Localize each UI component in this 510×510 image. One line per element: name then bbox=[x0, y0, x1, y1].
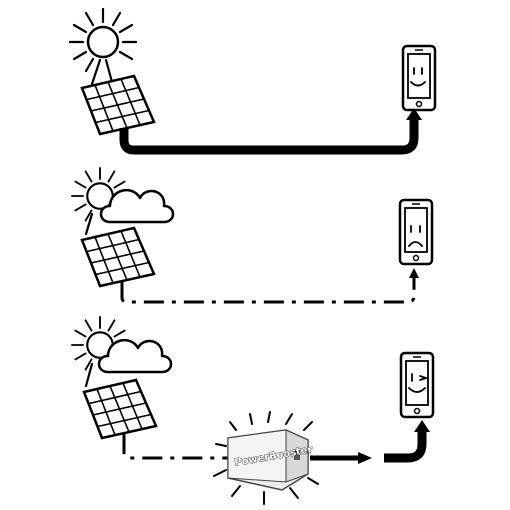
weak-input-cable bbox=[122, 434, 228, 460]
scene-3-boosted: PowerBooster bbox=[70, 315, 435, 505]
strong-power-cable bbox=[384, 430, 427, 463]
scene-2-cloudy bbox=[70, 166, 434, 304]
sun-icon bbox=[68, 7, 138, 73]
weak-power-cable bbox=[120, 276, 416, 304]
solar-panel-icon bbox=[82, 378, 158, 440]
arrow-up-icon bbox=[414, 420, 430, 432]
sun-beams bbox=[90, 58, 114, 86]
sun-beams bbox=[84, 362, 94, 388]
smartphone-icon bbox=[398, 198, 434, 266]
sun-beams bbox=[84, 212, 94, 236]
scene-1-sunny bbox=[68, 7, 437, 155]
sad-face bbox=[408, 225, 423, 247]
strong-power-cable bbox=[119, 118, 419, 155]
smartphone-icon bbox=[399, 351, 435, 419]
smartphone-icon bbox=[401, 44, 437, 112]
arrow-up-icon bbox=[409, 268, 419, 278]
happy-face bbox=[410, 67, 426, 87]
solar-panel-icon bbox=[80, 226, 156, 288]
solar-panel-icon bbox=[80, 74, 156, 136]
arrow-right-icon bbox=[358, 452, 372, 464]
power-booster-device-icon: PowerBooster bbox=[213, 411, 319, 505]
arrow-up-icon bbox=[406, 108, 422, 120]
winking-face bbox=[408, 373, 429, 393]
